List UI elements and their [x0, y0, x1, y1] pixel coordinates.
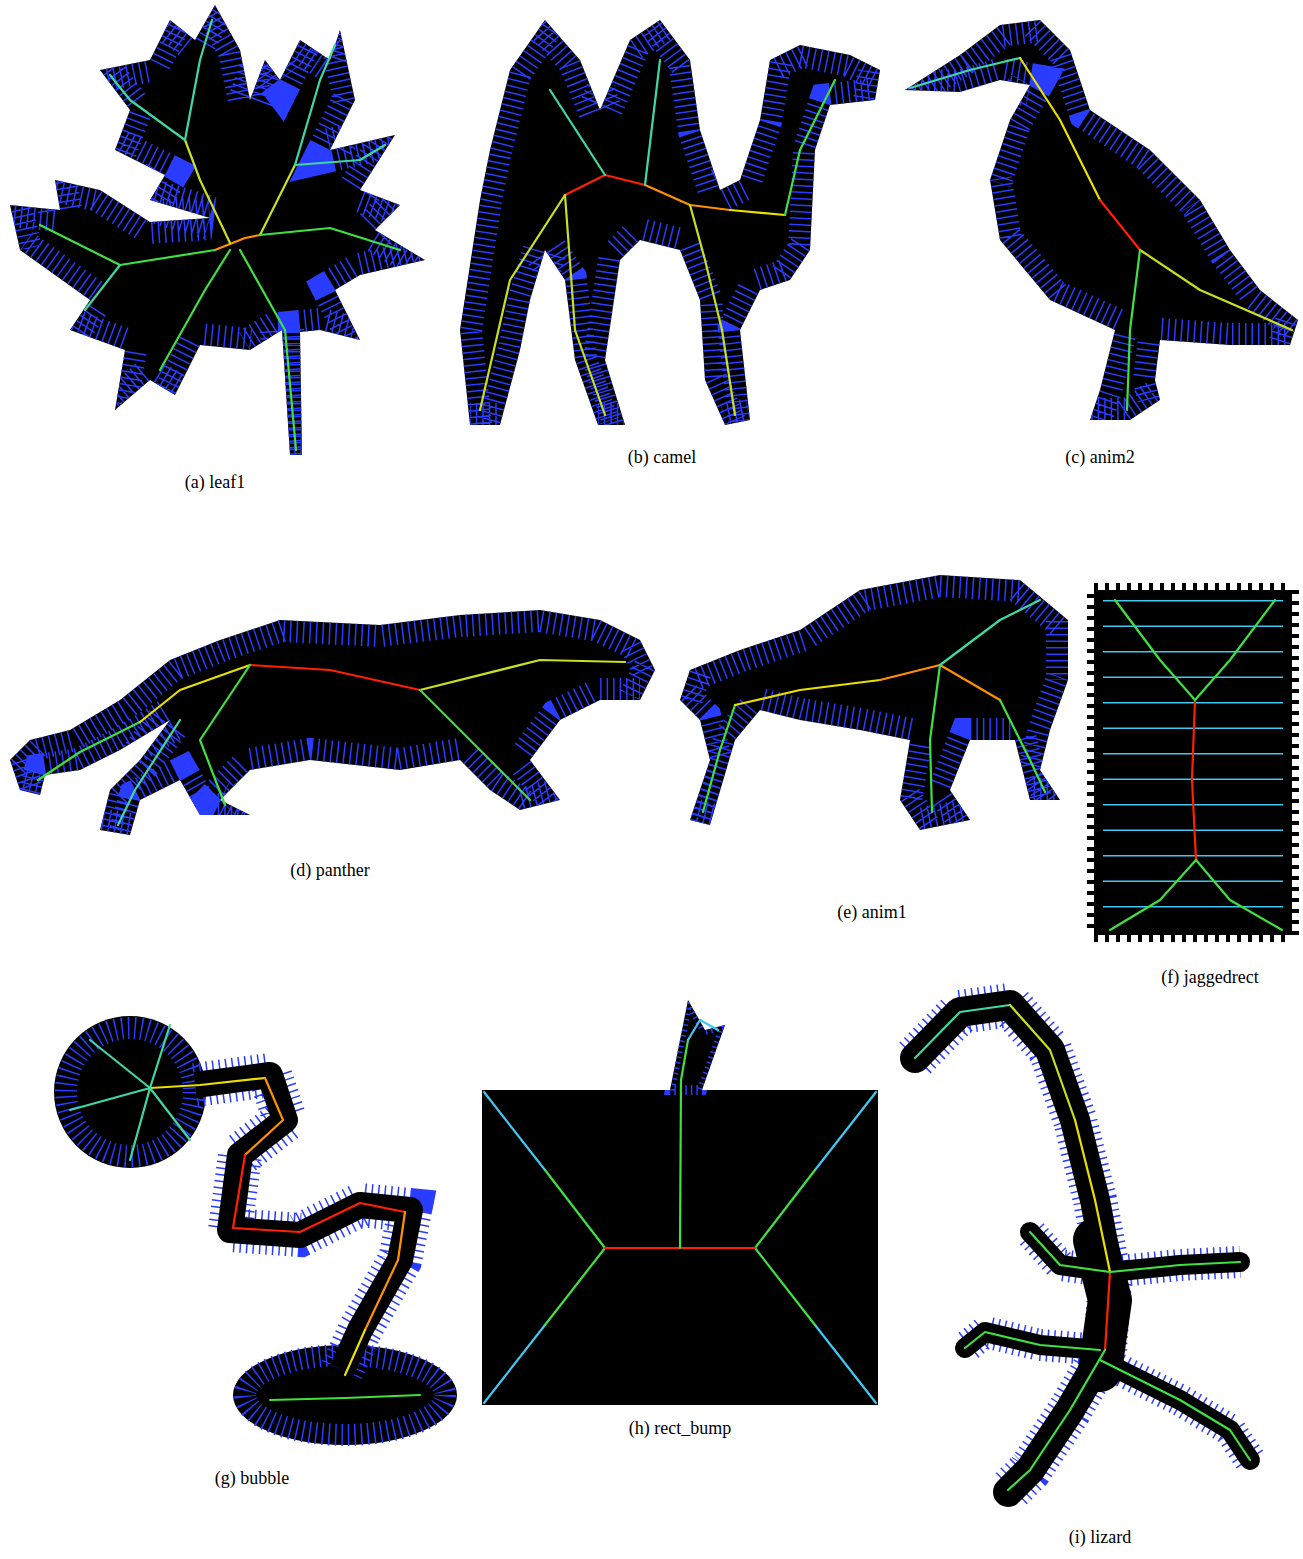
rect-bump-figure — [482, 1000, 878, 1405]
subfigure-caption: (e) anim1 — [837, 902, 906, 923]
subfigure-caption: (d) panther — [290, 860, 369, 881]
subfigure-caption: (g) bubble — [215, 1468, 289, 1489]
subfigure-caption: (c) anim2 — [1065, 447, 1134, 468]
panther-figure — [10, 610, 655, 835]
subfigure-caption: (h) rect_bump — [629, 1418, 731, 1439]
subfigure-caption: (f) jaggedrect — [1161, 967, 1258, 988]
bubble-figure — [54, 1016, 457, 1445]
bird-figure — [905, 20, 1298, 420]
jaggedrect-figure — [1094, 590, 1292, 935]
lizard-figure — [915, 1005, 1250, 1492]
kiwi-figure — [680, 575, 1068, 830]
subfigure-caption: (i) lizard — [1069, 1527, 1131, 1548]
subfigure-caption: (b) camel — [628, 447, 696, 468]
leaf-figure — [10, 5, 425, 455]
camel-figure — [460, 20, 880, 425]
subfigure-caption: (a) leaf1 — [185, 472, 245, 493]
